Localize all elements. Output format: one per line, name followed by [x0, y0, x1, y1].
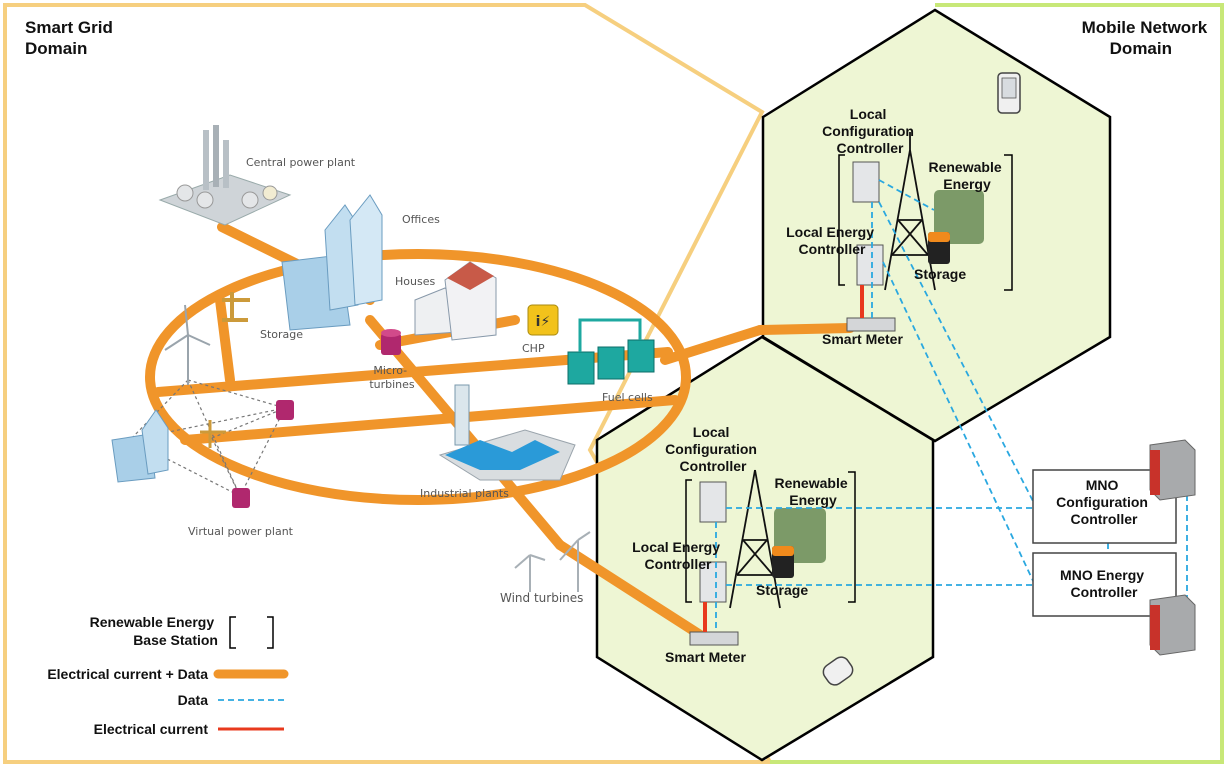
cell-top-config-controller-icon — [852, 161, 880, 203]
wind-turbines-label: Wind turbines — [500, 591, 583, 605]
cell-bottom-renewable-energy-label: Renewable Energy — [774, 475, 851, 508]
mno-configuration-controller-label: MNO Configuration Controller — [1056, 477, 1152, 527]
svg-text:i⚡: i⚡ — [536, 314, 551, 330]
mno-server-top-icon — [1149, 439, 1196, 501]
flip-phone-icon — [822, 656, 854, 686]
cell-top-data-lines — [871, 179, 1036, 586]
virtual-power-plant-label: Virtual power plant — [188, 525, 294, 538]
cell-bottom-storage-icon — [772, 546, 794, 578]
wind-turbine-icon — [164, 304, 211, 385]
cell-bottom-hexagon — [595, 335, 935, 762]
cell-top-storage-icon — [928, 232, 950, 264]
central-power-plant-icon — [158, 125, 292, 226]
fuel-cells-icon — [567, 318, 655, 385]
cell-top-local-energy-controller-label: Local Energy Controller — [786, 224, 878, 257]
cell-bottom-tower-icon — [729, 469, 781, 609]
cell-top-renewable-energy-label: Renewable Energy — [928, 159, 1005, 192]
cell-top-energy-controller-icon — [856, 244, 884, 286]
legend-base-station-bracket-symbol — [229, 616, 274, 649]
mno-energy-controller-label: MNO Energy Controller — [1060, 567, 1148, 600]
legend-electrical-data-label: Electrical current + Data — [47, 666, 208, 682]
cell-bottom-energy-controller-icon — [699, 561, 727, 603]
fuel-cells-label: Fuel cells — [602, 391, 653, 404]
mobile-network-domain-title: Mobile Network Domain — [1082, 18, 1212, 58]
legend-data-label: Data — [178, 692, 209, 708]
cell-bottom-storage-label: Storage — [756, 582, 808, 598]
offices-icon — [281, 194, 383, 331]
cell-bottom-config-controller-icon — [699, 481, 727, 523]
legend-base-station-label: Renewable Energy Base Station — [90, 614, 218, 648]
cell-top-tower-icon — [884, 132, 936, 291]
houses-icon — [414, 261, 497, 341]
cell-bottom-base-station-bracket — [685, 471, 856, 603]
cell-bottom-data-lines — [715, 507, 1033, 632]
cell-bottom-smart-meter-label: Smart Meter — [665, 649, 746, 665]
storage-icon — [222, 292, 250, 322]
industrial-plants-icon — [438, 384, 576, 481]
mobile-phone-icon — [997, 72, 1021, 114]
storage-label: Storage — [260, 328, 303, 341]
smart-grid-domain-border — [3, 3, 774, 764]
micro-turbines-icon — [381, 329, 401, 355]
micro-turbines-label: Micro- turbines — [369, 364, 415, 391]
mno-server-bottom-icon — [1149, 594, 1196, 656]
cell-top-smart-meter-label: Smart Meter — [822, 331, 903, 347]
cell-top-local-config-controller-label: Local Configuration Controller — [822, 106, 918, 156]
houses-label: Houses — [395, 275, 435, 288]
cell-top-smart-meter-icon — [846, 317, 896, 332]
legend-electrical-label: Electrical current — [94, 721, 209, 737]
central-power-plant-label: Central power plant — [246, 156, 356, 169]
wind-turbines-icon — [514, 531, 591, 592]
cell-top-storage-label: Storage — [914, 266, 966, 282]
smart-grid-domain-title: Smart Grid Domain — [25, 18, 118, 58]
mobile-network-domain-border — [770, 3, 1224, 764]
cell-bottom-local-energy-controller-label: Local Energy Controller — [632, 539, 724, 572]
cell-top-base-station-bracket — [838, 154, 1013, 291]
industrial-plants-label: Industrial plants — [420, 487, 509, 500]
cell-top-renewable-icon — [934, 190, 984, 244]
cell-bottom-smart-meter-icon — [689, 631, 739, 646]
virtual-plant-hub-icon — [200, 420, 226, 448]
cell-bottom-local-config-controller-label: Local Configuration Controller — [665, 424, 761, 474]
virtual-plant-offices-icon — [111, 409, 169, 483]
chp-icon: i⚡ — [527, 304, 559, 336]
offices-label: Offices — [402, 213, 440, 226]
chp-label: CHP — [522, 342, 545, 355]
legend: Renewable Energy Base Station Electrical… — [47, 614, 289, 737]
virtual-plant-storage-icon — [232, 400, 294, 508]
